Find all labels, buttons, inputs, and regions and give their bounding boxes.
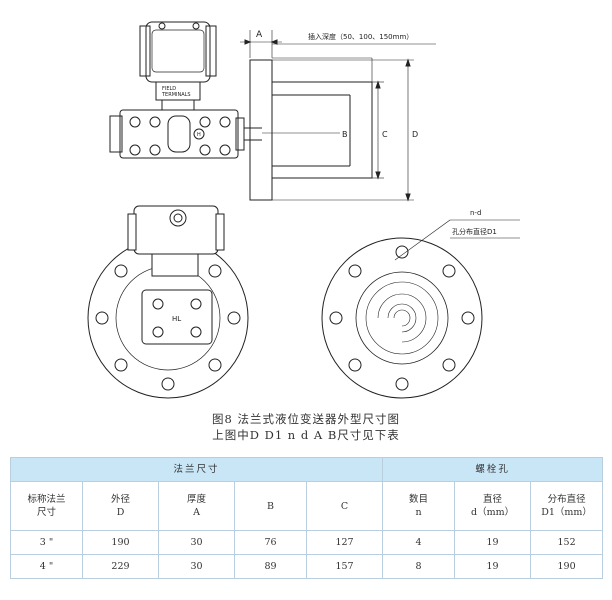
table-group-header-row: 法兰尺寸 螺栓孔 — [9, 457, 604, 482]
column-header-line: A — [193, 507, 200, 518]
figure-subcaption: 上图中D D1 n d A B尺寸见下表 — [212, 428, 400, 442]
column-header-line: 标称法兰 — [27, 494, 66, 505]
table-cell: 229 — [82, 554, 159, 579]
bolt-circle-label: 孔分布直径D1 — [452, 227, 497, 236]
column-header: C — [305, 481, 384, 531]
table-cell: 30 — [158, 554, 235, 579]
column-header-line: D — [116, 507, 125, 518]
group-header-flange: 法兰尺寸 — [9, 457, 384, 482]
column-header-line: 厚度 — [186, 494, 206, 505]
bolt-holes-right — [329, 245, 475, 391]
table-cell: 3 " — [10, 530, 83, 555]
column-header-line: d（mm） — [471, 507, 515, 518]
holes-label: n-d — [470, 209, 481, 217]
dim-label-a: A — [256, 30, 263, 40]
flange-side-section — [240, 30, 436, 202]
dim-label-d: D — [412, 130, 418, 139]
table-cell: 157 — [305, 554, 384, 579]
table-column-header-row: 标称法兰尺寸 外径 D 厚度 A B C 数目 n 直径 d（mm） 分布直径 D1（mm） — [10, 481, 604, 531]
column-header: 直径 d（mm） — [454, 481, 532, 531]
column-header-line: D1（mm） — [541, 507, 592, 518]
column-header-line: 直径 — [483, 494, 503, 505]
column-header: 标称法兰尺寸 — [10, 481, 83, 531]
transmitter-side-view — [109, 21, 262, 159]
column-header: 厚度 A — [158, 481, 235, 531]
table-cell: 8 — [382, 554, 456, 579]
table-cell: 190 — [530, 554, 604, 579]
column-header-line: C — [340, 500, 349, 512]
column-header: 数目 n — [382, 481, 456, 531]
port-label-h: H — [197, 132, 201, 138]
port-label-hl: HL — [172, 315, 181, 323]
table-cell: 19 — [454, 554, 532, 579]
table-cell: 89 — [234, 554, 307, 579]
table-cell: 76 — [234, 530, 307, 555]
dim-label-c: C — [382, 130, 388, 139]
flange-front-with-transmitter — [87, 205, 249, 399]
nameplate-line: FIELD — [162, 86, 176, 92]
column-header-line: 分布直径 — [547, 494, 586, 505]
nameplate-line: TERMINALS — [161, 92, 191, 98]
column-header: 外径 D — [82, 481, 159, 531]
dim-label-b: B — [342, 130, 348, 139]
column-header-line: n — [415, 507, 422, 518]
table-cell: 190 — [82, 530, 159, 555]
column-header: B — [234, 481, 307, 531]
table-cell: 152 — [530, 530, 604, 555]
table-cell: 19 — [454, 530, 532, 555]
flange-transmitter-drawing: A 插入深度（50、100、150mm） B C D n-d 孔分布直径D1 F… — [87, 21, 520, 399]
column-header-line: 外径 — [110, 494, 130, 505]
insertion-depth-label: 插入深度（50、100、150mm） — [308, 32, 413, 41]
flange-face-view — [321, 219, 520, 399]
table-cell: 127 — [305, 530, 384, 555]
table-cell: 4 " — [10, 554, 83, 579]
bolt-holes-left — [95, 245, 241, 391]
column-header-line: 尺寸 — [36, 507, 56, 518]
flange-dimension-table: 法兰尺寸 螺栓孔 标称法兰尺寸 外径 D 厚度 A B C 数目 n 直径 d（mm） 分布直径 D1（… — [9, 457, 604, 579]
column-header-line: B — [267, 500, 274, 512]
column-header: 分布直径 D1（mm） — [530, 481, 604, 531]
table-cell: 30 — [158, 530, 235, 555]
figure-caption: 图8 法兰式液位变送器外型尺寸图 — [212, 412, 400, 426]
table-cell: 4 — [382, 530, 456, 555]
column-header-line: 数目 — [409, 494, 429, 505]
group-header-bolt: 螺栓孔 — [382, 457, 604, 482]
